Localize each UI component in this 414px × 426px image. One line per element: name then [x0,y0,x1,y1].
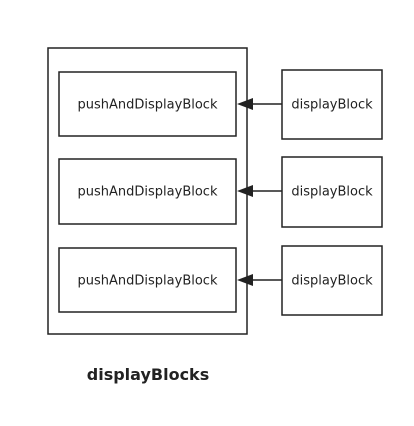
push-and-display-block-label-3: pushAndDisplayBlock [78,274,218,289]
display-block-box-3 [281,245,383,316]
push-and-display-block-box-3 [58,247,237,313]
display-block-box-2 [281,156,383,228]
push-and-display-block-box-2 [58,158,237,225]
diagram-caption: displayBlocks [87,365,209,384]
push-and-display-block-label-2: pushAndDisplayBlock [78,185,218,200]
display-block-label-2: displayBlock [291,185,373,200]
arrow-head-1 [237,98,253,110]
push-and-display-block-box-1 [58,71,237,137]
arrow-head-3 [237,274,253,286]
arrow-head-2 [237,185,253,197]
diagram-row-3: pushAndDisplayBlock displayBlock [58,245,383,316]
display-block-box-1 [281,69,383,140]
diagram-row-2: pushAndDisplayBlock displayBlock [58,156,383,228]
push-and-display-block-label-1: pushAndDisplayBlock [78,98,218,113]
display-block-label-3: displayBlock [291,274,373,289]
display-block-label-1: displayBlock [291,98,373,113]
diagram-row-1: pushAndDisplayBlock displayBlock [58,69,383,140]
